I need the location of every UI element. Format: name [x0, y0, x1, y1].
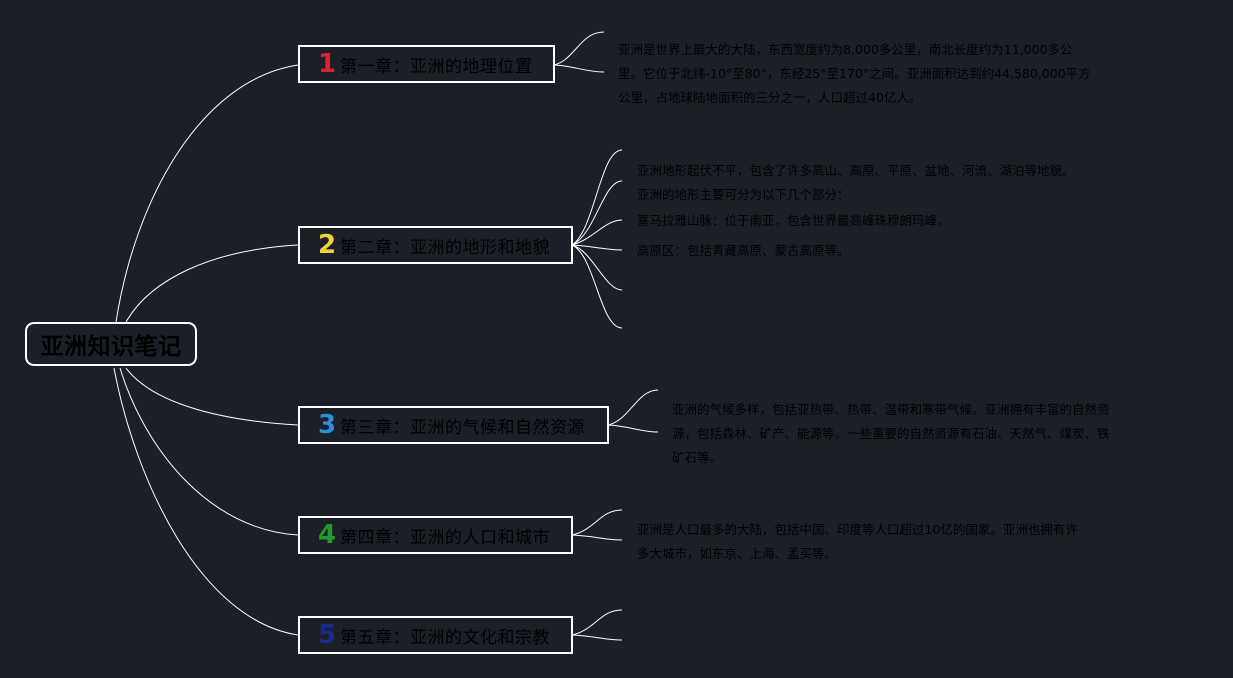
number-1-icon: 1: [318, 49, 337, 79]
note-line: 亚洲的气候多样，包括亚热带、热带、温带和寒带气候。亚洲拥有丰富的自然资: [672, 402, 1110, 417]
number-5-icon: 5: [318, 620, 337, 650]
connector-ch3-b: [607, 424, 659, 433]
note-ch2-himalaya: 喜马拉雅山脉：位于南亚，包含世界最高峰珠穆朗玛峰。: [637, 213, 950, 228]
note-line: 亚洲的地形主要可分为以下几个部分：: [637, 187, 850, 202]
connector-root-ch1: [115, 64, 299, 323]
number-3-icon: 3: [318, 410, 337, 440]
note-ch4: 亚洲是人口最多的大陆，包括中国、印度等人口超过10亿的国家。亚洲也拥有许 多大城…: [637, 518, 1078, 566]
connector-root-ch5: [113, 367, 299, 636]
note-ch2-plateau: 高原区：包括青藏高原、蒙古高原等。: [637, 243, 850, 258]
chapter-node-4[interactable]: 4 第四章：亚洲的人口和城市: [298, 516, 573, 554]
chapter-node-2[interactable]: 2 第二章：亚洲的地形和地貌: [298, 226, 573, 264]
chapter-title-5: 第五章：亚洲的文化和宗教: [340, 627, 550, 648]
connector-ch4-b: [571, 534, 623, 541]
connector-ch2-c: [571, 219, 623, 246]
chapter-node-1[interactable]: 1 第一章：亚洲的地理位置: [298, 45, 555, 83]
connector-ch4-a: [571, 509, 623, 536]
connector-ch2-a: [571, 149, 623, 246]
note-ch3: 亚洲的气候多样，包括亚热带、热带、温带和寒带气候。亚洲拥有丰富的自然资 源，包括…: [672, 398, 1110, 470]
connector-ch1-b: [553, 64, 605, 73]
connector-ch3-a: [607, 389, 659, 426]
chapter-title-1: 第一章：亚洲的地理位置: [340, 56, 533, 77]
note-line: 亚洲是世界上最大的大陆，东西宽度约为8,000多公里，南北长度约为11,000多…: [618, 42, 1073, 57]
connector-root-ch3: [125, 367, 299, 426]
note-ch2-intro: 亚洲地形起伏不平，包含了许多高山、高原、平原、盆地、河流、湖泊等地貌。 亚洲的地…: [637, 159, 1075, 207]
note-ch1: 亚洲是世界上最大的大陆，东西宽度约为8,000多公里，南北长度约为11,000多…: [618, 38, 1091, 110]
note-line: 源，包括森林、矿产、能源等。一些重要的自然资源有石油、天然气、煤炭、铁: [672, 426, 1110, 441]
note-line: 公里，占地球陆地面积的三分之一，人口超过40亿人。: [618, 90, 922, 105]
number-2-icon: 2: [318, 230, 337, 260]
connector-root-ch2: [125, 244, 299, 323]
connector-ch5-a: [571, 609, 623, 636]
connector-ch1-a: [553, 31, 605, 66]
note-line: 多大城市，如东京、上海、孟买等。: [637, 546, 838, 561]
connector-ch2-b: [571, 180, 623, 246]
chapter-title-4: 第四章：亚洲的人口和城市: [340, 527, 550, 548]
connector-ch2-e: [571, 244, 623, 291]
connector-ch2-d: [571, 244, 623, 251]
root-node[interactable]: 亚洲知识笔记: [25, 322, 197, 366]
chapter-node-3[interactable]: 3 第三章：亚洲的气候和自然资源: [298, 406, 609, 444]
connector-root-ch4: [119, 367, 299, 536]
number-4-icon: 4: [318, 520, 337, 550]
root-title: 亚洲知识笔记: [40, 334, 182, 360]
note-line: 亚洲是人口最多的大陆，包括中国、印度等人口超过10亿的国家。亚洲也拥有许: [637, 522, 1078, 537]
chapter-title-2: 第二章：亚洲的地形和地貌: [340, 237, 550, 258]
chapter-title-3: 第三章：亚洲的气候和自然资源: [340, 417, 585, 438]
chapter-node-5[interactable]: 5 第五章：亚洲的文化和宗教: [298, 616, 573, 654]
note-line: 矿石等。: [672, 450, 723, 465]
note-line: 里。它位于北纬-10°至80°，东经25°至170°之间。亚洲面积达到约44,5…: [618, 66, 1091, 81]
connector-ch5-b: [571, 634, 623, 641]
note-line: 亚洲地形起伏不平，包含了许多高山、高原、平原、盆地、河流、湖泊等地貌。: [637, 163, 1075, 178]
connector-ch2-f: [571, 244, 623, 329]
